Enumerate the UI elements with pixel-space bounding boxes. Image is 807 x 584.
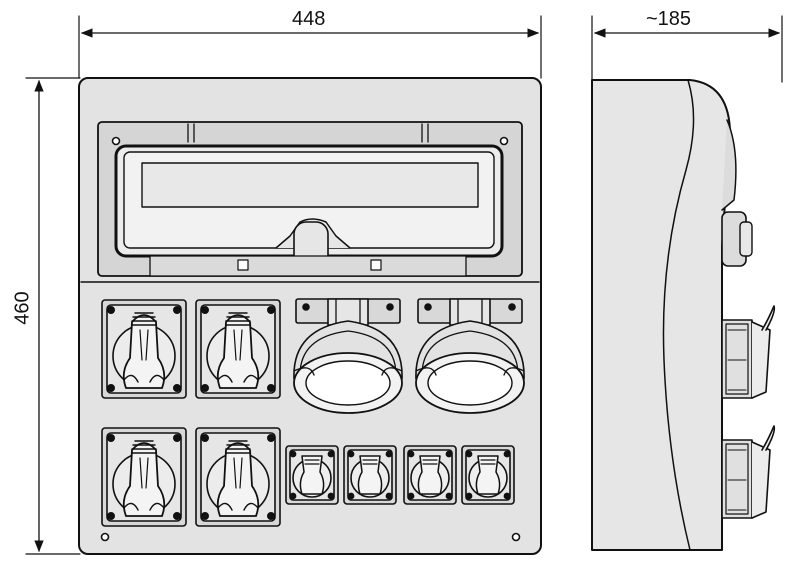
depth-dimension bbox=[591, 15, 783, 83]
depth-dimension-label: ~185 bbox=[646, 8, 692, 30]
socket-large-4 bbox=[195, 427, 281, 527]
socket-round-1 bbox=[293, 298, 403, 414]
socket-small-2 bbox=[343, 445, 397, 505]
socket-small-1 bbox=[285, 445, 339, 505]
front-view bbox=[78, 77, 542, 555]
side-socket-1 bbox=[721, 305, 776, 399]
width-dimension-label: 448 bbox=[292, 8, 326, 30]
socket-round-2 bbox=[415, 298, 525, 414]
socket-small-3 bbox=[403, 445, 457, 505]
mount-hole-right bbox=[511, 532, 521, 542]
socket-large-1 bbox=[101, 299, 187, 399]
side-socket-2 bbox=[721, 425, 776, 519]
width-dimension bbox=[78, 15, 542, 79]
mount-hole-left bbox=[100, 532, 110, 542]
height-dimension-label: 460 bbox=[11, 291, 34, 325]
side-view bbox=[591, 79, 776, 551]
socket-small-4 bbox=[461, 445, 515, 505]
socket-large-3 bbox=[101, 427, 187, 527]
socket-large-2 bbox=[195, 299, 281, 399]
height-dimension bbox=[25, 77, 81, 555]
breaker-window bbox=[97, 121, 523, 277]
